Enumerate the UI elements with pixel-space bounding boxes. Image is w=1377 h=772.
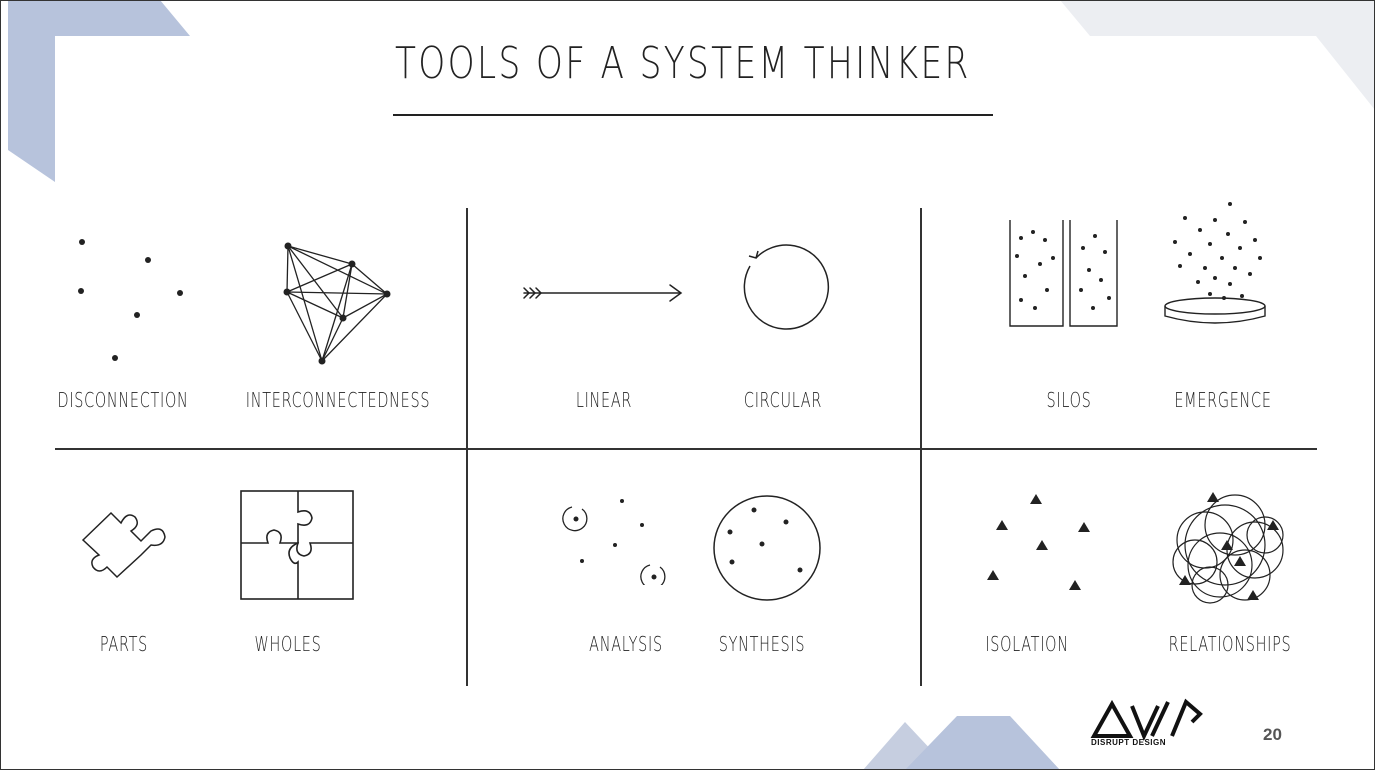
brand-name: DISRUPT DESIGN: [1091, 738, 1167, 747]
isolation-icon: [987, 494, 1090, 590]
linear-arrow-icon: [523, 284, 683, 302]
page-number: 20: [1263, 725, 1282, 744]
vertical-divider-left: [466, 208, 468, 686]
title-underline: [393, 114, 993, 116]
disconnection-icon: [78, 239, 183, 361]
label-isolation: ISOLATION: [985, 632, 1069, 656]
circular-loop-icon: [743, 244, 830, 330]
relationships-icon: [1172, 492, 1284, 604]
label-wholes: WHOLES: [254, 632, 322, 656]
synthesis-icon: [713, 495, 821, 601]
horizontal-divider: [55, 448, 1317, 450]
label-analysis: ANALYSIS: [589, 632, 663, 656]
label-silos: SILOS: [1046, 388, 1092, 412]
analysis-icon: [562, 499, 666, 585]
label-relationships: RELATIONSHIPS: [1168, 632, 1292, 656]
label-parts: PARTS: [99, 632, 149, 656]
silos-icon: [1009, 220, 1118, 327]
label-emergence: EMERGENCE: [1174, 388, 1272, 412]
label-synthesis: SYNTHESIS: [718, 632, 806, 656]
label-circular: CIRCULAR: [743, 388, 823, 412]
puzzle-piece-icon: [81, 511, 166, 579]
vertical-divider-right: [920, 208, 922, 686]
interconnectedness-icon: [283, 242, 391, 365]
page-title: TOOLS OF A SYSTEM THINKER: [395, 38, 971, 89]
emergence-icon: [1164, 202, 1266, 324]
jigsaw-whole-icon: [240, 490, 354, 600]
disrupt-design-logo: [1090, 698, 1203, 742]
label-disconnection: DISCONNECTION: [57, 388, 189, 412]
label-linear: LINEAR: [575, 388, 633, 412]
label-interconnectedness: INTERCONNECTEDNESS: [245, 388, 431, 412]
